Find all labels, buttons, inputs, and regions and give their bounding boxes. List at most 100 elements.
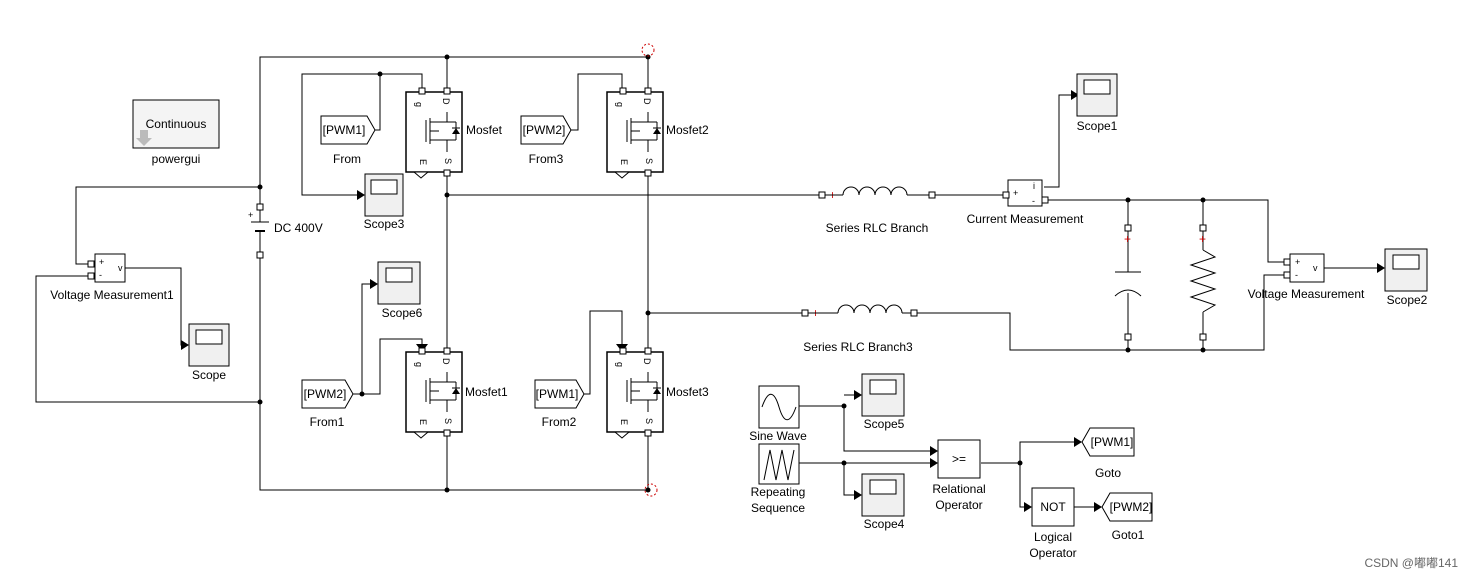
from-block[interactable]: [PWM1] From xyxy=(320,115,376,166)
voltage-measurement1-block[interactable]: + - v Voltage Measurement1 xyxy=(50,253,174,302)
current-measurement-block[interactable]: + - i Current Measurement xyxy=(967,179,1084,226)
svg-text:[PWM2]: [PWM2] xyxy=(523,123,566,137)
watermark: CSDN @嘟嘟141 xyxy=(1364,556,1458,570)
scope-block[interactable]: Scope xyxy=(188,323,230,382)
svg-text:+: + xyxy=(1199,232,1206,246)
svg-text:[PWM2]: [PWM2] xyxy=(304,387,347,401)
svg-text:Series RLC Branch3: Series RLC Branch3 xyxy=(803,340,913,354)
arrow-down-icon xyxy=(136,130,152,146)
svg-text:Current Measurement: Current Measurement xyxy=(967,212,1084,226)
dc-source[interactable]: + DC 400V xyxy=(248,187,323,259)
powergui-mode: Continuous xyxy=(146,117,207,131)
svg-text:Sine Wave: Sine Wave xyxy=(749,429,807,443)
svg-text:Scope: Scope xyxy=(192,368,226,382)
relational-operator-block[interactable]: >= Relational Operator xyxy=(932,439,986,512)
goto-block[interactable]: [PWM1] Goto1 Goto xyxy=(1081,427,1135,480)
svg-text:S: S xyxy=(443,158,453,164)
svg-text:+: + xyxy=(1013,188,1018,198)
svg-text:Operator: Operator xyxy=(1029,546,1076,560)
svg-text:Voltage Measurement: Voltage Measurement xyxy=(1248,287,1365,301)
mosfet1-block[interactable]: g D E S Mosfet1 xyxy=(405,347,508,439)
scope3-block[interactable]: Scope3 xyxy=(364,173,405,231)
mosfet2-block[interactable]: g D E S Mosfet2 xyxy=(606,87,709,179)
svg-text:D: D xyxy=(441,358,451,365)
svg-text:[PWM1]: [PWM1] xyxy=(536,387,579,401)
series-rlc-branch3[interactable]: + Series RLC Branch3 xyxy=(801,304,918,354)
svg-text:D: D xyxy=(642,98,652,105)
svg-text:Goto: Goto xyxy=(1095,466,1121,480)
svg-text:[PWM1]: [PWM1] xyxy=(323,123,366,137)
svg-text:Series RLC Branch: Series RLC Branch xyxy=(826,221,929,235)
mosfet-symbol-icon xyxy=(626,372,661,412)
svg-text:S: S xyxy=(443,418,453,424)
mosfet-label: Mosfet xyxy=(466,123,503,137)
svg-text:E: E xyxy=(619,419,629,425)
svg-text:Scope1: Scope1 xyxy=(1077,119,1118,133)
scope1-block[interactable]: Scope1 xyxy=(1076,73,1118,133)
mosfet3-block[interactable]: g D E S Mosfet3 xyxy=(606,347,709,439)
svg-text:+: + xyxy=(1295,257,1300,267)
goto1-block[interactable]: [PWM2] Goto1 xyxy=(1101,492,1153,542)
capacitor-load[interactable]: + xyxy=(1114,224,1142,341)
scope2-block[interactable]: Scope2 xyxy=(1384,248,1428,307)
logical-operator-block[interactable]: NOT Logical Operator xyxy=(1029,487,1077,560)
svg-text:[PWM1]: [PWM1] xyxy=(1091,435,1134,449)
svg-text:v: v xyxy=(1313,263,1318,273)
svg-text:Scope3: Scope3 xyxy=(364,217,405,231)
unconnected-port-marker xyxy=(641,43,655,57)
series-rlc-branch[interactable]: + Series RLC Branch xyxy=(818,186,936,235)
svg-text:-: - xyxy=(99,270,102,280)
svg-text:E: E xyxy=(418,159,428,165)
mosfet2-label: Mosfet2 xyxy=(666,123,709,137)
svg-text:+: + xyxy=(99,257,104,267)
svg-text:From2: From2 xyxy=(542,415,577,429)
from3-block[interactable]: [PWM2] From3 xyxy=(520,115,572,166)
resistor-load[interactable]: + xyxy=(1189,224,1217,341)
scope6-block[interactable]: Scope6 xyxy=(377,261,423,320)
svg-text:E: E xyxy=(619,159,629,165)
svg-text:Scope2: Scope2 xyxy=(1387,293,1428,307)
svg-text:Sequence: Sequence xyxy=(751,501,805,515)
repeating-sequence-block[interactable]: Repeating Sequence xyxy=(751,443,806,515)
from2-block[interactable]: [PWM1] From2 xyxy=(534,379,585,429)
mosfet-symbol-icon xyxy=(425,112,460,152)
svg-text:From: From xyxy=(333,152,361,166)
voltage-measurement-block[interactable]: + - v Voltage Measurement xyxy=(1248,253,1365,301)
scope5-block[interactable]: Scope5 xyxy=(861,373,905,431)
svg-text:Operator: Operator xyxy=(935,498,982,512)
inductor-icon xyxy=(825,186,929,196)
svg-text:g: g xyxy=(615,362,625,367)
inductor-icon xyxy=(808,304,911,314)
sine-wave-icon xyxy=(761,393,797,421)
svg-text:Repeating: Repeating xyxy=(751,485,806,499)
svg-text:Scope6: Scope6 xyxy=(382,306,423,320)
mosfet-symbol-icon xyxy=(626,112,661,152)
dc-source-label: DC 400V xyxy=(274,221,323,235)
svg-text:Relational: Relational xyxy=(932,482,985,496)
svg-text:S: S xyxy=(644,158,654,164)
svg-text:D: D xyxy=(642,358,652,365)
scope4-block[interactable]: Scope4 xyxy=(861,473,905,531)
unconnected-port-marker xyxy=(644,483,658,497)
svg-text:-: - xyxy=(1295,270,1298,280)
svg-text:S: S xyxy=(644,418,654,424)
mosfet3-label: Mosfet3 xyxy=(666,385,709,399)
junctions xyxy=(257,43,1206,497)
from1-block[interactable]: [PWM2] From1 xyxy=(301,379,354,429)
svg-text:>=: >= xyxy=(952,452,966,466)
svg-text:E: E xyxy=(418,419,428,425)
svg-text:Voltage Measurement1: Voltage Measurement1 xyxy=(50,288,174,302)
svg-text:+: + xyxy=(248,210,253,220)
wires xyxy=(35,56,1383,508)
powergui-block[interactable]: Continuous powergui xyxy=(132,99,220,166)
resistor-icon xyxy=(1189,249,1217,313)
svg-text:NOT: NOT xyxy=(1040,500,1066,514)
svg-text:g: g xyxy=(615,102,625,107)
svg-text:i: i xyxy=(1033,181,1035,191)
powergui-label: powergui xyxy=(152,152,201,166)
sine-wave-block[interactable]: Sine Wave xyxy=(749,385,807,443)
mosfet-block[interactable]: g D E S Mosfet xyxy=(405,87,503,179)
capacitor-icon xyxy=(1114,271,1142,297)
svg-text:+: + xyxy=(1124,232,1131,246)
